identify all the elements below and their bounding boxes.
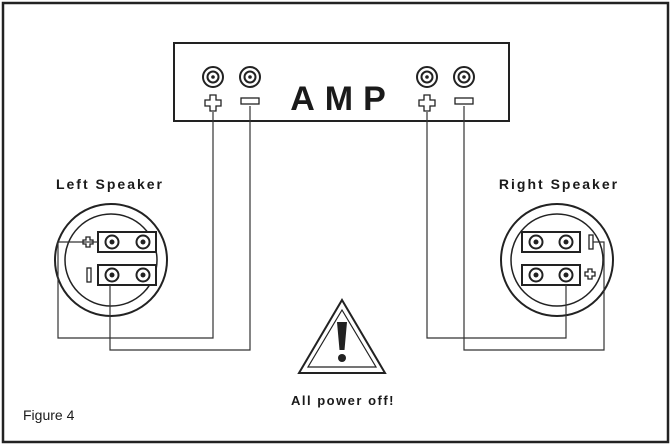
amp-right-plus-terminal — [416, 66, 438, 112]
amplifier: AMP — [173, 42, 510, 122]
right-speaker — [500, 203, 614, 317]
right-speaker-label: Right Speaker — [499, 176, 619, 192]
amp-label: AMP — [290, 80, 396, 118]
wire-left-minus — [109, 106, 251, 351]
plus-sign-icon — [204, 94, 222, 112]
left-speaker — [54, 203, 168, 317]
amp-right-minus-terminal — [453, 66, 475, 105]
minus-sign-icon — [86, 267, 92, 283]
right-speaker-inner-ring — [510, 213, 604, 307]
wire-left-plus — [57, 112, 214, 339]
minus-sign-icon — [588, 234, 594, 250]
left-speaker-inner-ring — [64, 213, 158, 307]
minus-sign-icon — [240, 97, 260, 105]
exclamation-icon — [337, 322, 347, 350]
warning-text: All power off! — [291, 393, 395, 408]
wires — [57, 106, 605, 351]
right-speaker-minus-terminal-block — [521, 231, 594, 253]
plus-sign-icon — [418, 94, 436, 112]
plus-sign-icon — [584, 268, 596, 280]
amp-left-minus-terminal — [239, 66, 261, 105]
left-speaker-minus-terminal-block — [86, 264, 157, 286]
amp-box — [173, 42, 510, 122]
minus-sign-icon — [454, 97, 474, 105]
wire-right-plus — [426, 112, 567, 339]
warning: All power off! — [291, 298, 395, 408]
amp-left-plus-terminal — [202, 66, 224, 112]
figure-label: Figure 4 — [23, 407, 75, 423]
left-speaker-label: Left Speaker — [56, 176, 164, 192]
right-speaker-plus-terminal-block — [521, 264, 596, 286]
right-speaker-outer-ring — [500, 203, 614, 317]
wire-right-minus — [463, 106, 605, 351]
left-speaker-outer-ring — [54, 203, 168, 317]
